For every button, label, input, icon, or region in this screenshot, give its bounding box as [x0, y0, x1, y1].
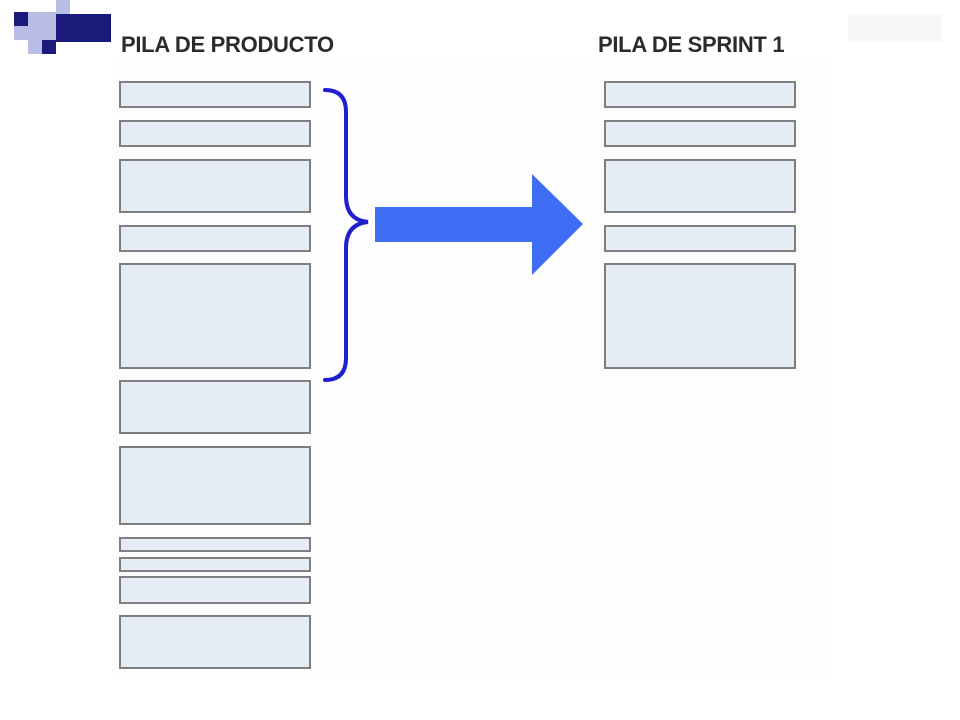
product-backlog-title: PILA DE PRODUCTO: [121, 32, 334, 57]
sprint-item: [604, 159, 796, 213]
backlog-item: [119, 537, 311, 552]
sprint-item: [604, 263, 796, 369]
sprint-item: [604, 225, 796, 252]
backlog-item: [119, 615, 311, 669]
sprint-backlog-title: PILA DE SPRINT 1: [598, 32, 785, 57]
deco-square: [56, 14, 111, 42]
deco-square: [28, 26, 42, 40]
deco-square: [56, 0, 70, 14]
deco-square: [42, 12, 56, 26]
deco-square: [14, 26, 28, 40]
backlog-item: [119, 557, 311, 572]
deco-square: [14, 12, 28, 26]
deco-square: [42, 26, 56, 40]
backlog-item: [119, 120, 311, 147]
backlog-item: [119, 446, 311, 525]
sprint-item: [604, 81, 796, 108]
backlog-item: [119, 225, 311, 252]
backlog-item: [119, 380, 311, 434]
header-shadow-box: [848, 14, 942, 42]
backlog-item: [119, 81, 311, 108]
backlog-item: [119, 159, 311, 213]
backlog-item: [119, 263, 311, 369]
backlog-item: [119, 576, 311, 604]
deco-square: [28, 12, 42, 26]
deco-square: [42, 40, 56, 54]
sprint-item: [604, 120, 796, 147]
deco-square: [28, 40, 42, 54]
